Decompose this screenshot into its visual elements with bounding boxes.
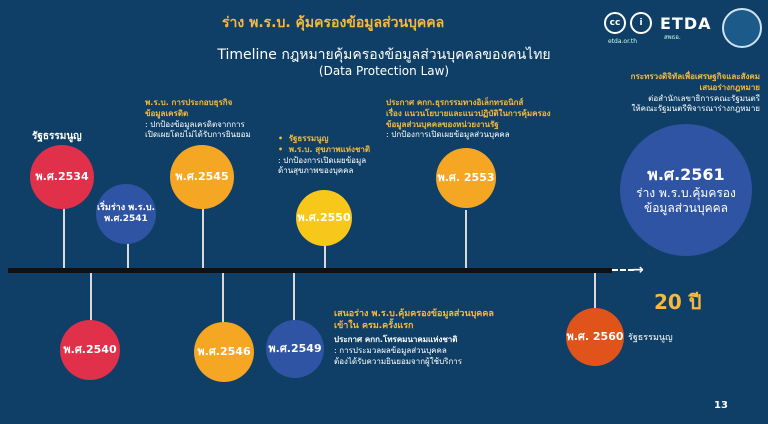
timeline-arrow-icon: →	[632, 262, 644, 278]
label-2545-t1: : ปกป้องข้อมูลเครดิตจากการ	[145, 119, 245, 129]
logo-group: cc i ETDA สพธอ. etda.or.th	[604, 8, 764, 48]
event-2561-line2: ร่าง พ.ร.บ.คุ้มครอง	[636, 186, 736, 201]
event-2540: พ.ศ.2540	[60, 320, 120, 380]
label-2550-t2: ด้านสุขภาพของบุคคล	[278, 166, 354, 176]
cc-license-icon: cc	[604, 12, 626, 34]
event-2534: พ.ศ.2534	[30, 145, 94, 209]
timeline-duration: 20 ปี	[654, 290, 702, 314]
label-2545: พ.ร.บ. การประกอบธุรกิจ ข้อมูลเครดิต : ปก…	[145, 98, 251, 141]
timeline-dashed-extension	[612, 269, 634, 271]
label-2553-t1: : ปกป้องการเปิดเผยข้อมูลส่วนบุคคล	[386, 130, 510, 140]
bottom-note-t1: : การประมวลผลข้อมูลส่วนบุคคล	[334, 346, 447, 356]
label-2534: รัฐธรรมนูญ	[32, 131, 82, 142]
bottom-note-h1: เสนอร่าง พ.ร.บ.คุ้มครองข้อมูลส่วนบุคคล	[334, 309, 494, 319]
person-icon: i	[630, 12, 652, 34]
bottom-note: เสนอร่าง พ.ร.บ.คุ้มครองข้อมูลส่วนบุคคล เ…	[334, 308, 494, 368]
event-2545: พ.ศ.2545	[170, 145, 234, 209]
site-url: etda.or.th	[608, 38, 638, 45]
label-2553-h1: ประกาศ คกก.ธุรกรรมทางอิเล็กทรอนิกส์	[386, 98, 524, 107]
label-2550: • รัฐธรรมนูญ • พ.ร.บ. สุขภาพแห่งชาติ : ป…	[278, 134, 370, 177]
connector-2553	[465, 210, 467, 270]
header-title: ร่าง พ.ร.บ. คุ้มครองข้อมูลส่วนบุคคล	[222, 15, 445, 31]
label-2545-t2: เปิดเผยโดยไม่ได้รับการยินยอม	[145, 130, 251, 140]
event-2549-year: พ.ศ.2549	[268, 342, 322, 356]
event-2546: พ.ศ.2546	[194, 322, 254, 382]
etda-logo-sub: สพธอ.	[664, 34, 681, 41]
label-2553-h3: ข้อมูลส่วนบุคคลของหน่วยงานรัฐ	[386, 119, 499, 129]
connector-2545	[202, 198, 204, 270]
event-2550-year: พ.ศ.2550	[297, 211, 351, 225]
bottom-note-h2: เข้าใน ครม.ครั้งแรก	[334, 321, 414, 332]
etda-logo: ETDA	[660, 14, 712, 33]
bottom-note-t2: ต้องได้รับความยินยอมจากผู้ใช้บริการ	[334, 356, 463, 366]
event-2534-year: พ.ศ.2534	[35, 170, 89, 184]
label-2550-h2: • พ.ร.บ. สุขภาพแห่งชาติ	[278, 144, 371, 154]
label-2560: รัฐธรรมนูญ	[628, 333, 673, 343]
label-2561-t2: ให้คณะรัฐมนตรีพิจารณาร่างกฎหมาย	[631, 104, 761, 114]
connector-2541	[127, 240, 129, 270]
label-2545-h1: พ.ร.บ. การประกอบธุรกิจ	[145, 98, 233, 107]
event-2550: พ.ศ.2550	[296, 190, 352, 246]
label-2561-h1: กระทรวงดิจิทัลเพื่อเศรษฐกิจและสังคม	[630, 72, 760, 81]
main-title: Timeline กฎหมายคุ้มครองข้อมูลส่วนบุคคลขอ…	[217, 47, 551, 63]
label-2553-h2: เรื่อง แนวนโยบายและแนวปฏิบัติในการคุ้มคร…	[386, 108, 551, 118]
connector-2546	[222, 272, 224, 324]
sub-title: (Data Protection Law)	[318, 64, 450, 78]
label-2545-h2: ข้อมูลเครดิต	[145, 108, 189, 118]
event-2549: พ.ศ.2549	[266, 320, 324, 378]
event-2541-line2: พ.ศ.2541	[104, 214, 148, 224]
event-2546-year: พ.ศ.2546	[197, 345, 251, 359]
page-number: 13	[714, 400, 728, 411]
event-2553: พ.ศ. 2553	[436, 148, 496, 208]
event-2540-year: พ.ศ.2540	[63, 343, 117, 357]
event-2541-line1: เริ่มร่าง พ.ร.บ.	[97, 203, 155, 214]
bottom-note-w1: ประกาศ คกก.โทรคมนาคมแห่งชาติ	[334, 335, 458, 345]
label-2561-h2: เสนอร่างกฎหมาย	[699, 82, 760, 92]
event-2561: พ.ศ.2561 ร่าง พ.ร.บ.คุ้มครอง ข้อมูลส่วนบ…	[620, 124, 752, 256]
label-2561-t1: ต่อสำนักเลขาธิการคณะรัฐมนตรี	[648, 93, 760, 103]
connector-2560	[594, 272, 596, 310]
connector-2534	[63, 200, 65, 270]
emblem-icon	[722, 8, 762, 48]
label-2561: กระทรวงดิจิทัลเพื่อเศรษฐกิจและสังคม เสนอ…	[590, 72, 760, 115]
event-2545-year: พ.ศ.2545	[175, 170, 229, 184]
label-2553: ประกาศ คกก.ธุรกรรมทางอิเล็กทรอนิกส์ เรื่…	[386, 98, 551, 141]
timeline-axis	[8, 268, 612, 273]
event-2560: พ.ศ. 2560	[566, 308, 624, 366]
connector-2549	[293, 272, 295, 322]
event-2561-line3: ข้อมูลส่วนบุคคล	[644, 200, 728, 215]
event-2541: เริ่มร่าง พ.ร.บ. พ.ศ.2541	[96, 184, 156, 244]
label-2550-t1: : ปกป้องการเปิดเผยข้อมูล	[278, 155, 367, 165]
event-2561-year: พ.ศ.2561	[647, 165, 725, 185]
event-2560-year: พ.ศ. 2560	[566, 330, 624, 344]
label-2550-h1: • รัฐธรรมนูญ	[278, 134, 329, 143]
event-2553-year: พ.ศ. 2553	[437, 171, 495, 185]
connector-2550	[324, 235, 326, 270]
connector-2540	[90, 272, 92, 322]
